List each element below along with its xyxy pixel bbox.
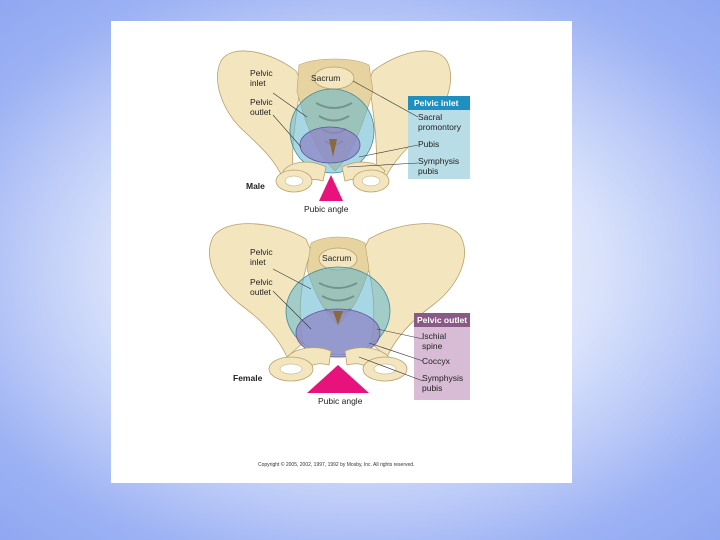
female-pubic-angle-marker — [307, 365, 369, 393]
male-legend-item-1: Pubis — [418, 139, 439, 149]
male-pubic-angle-marker — [319, 175, 343, 201]
male-pelvis — [217, 50, 451, 201]
female-leader-lines — [272, 268, 424, 382]
female-pelvic-outlet-ring — [295, 308, 381, 358]
female-pubic-angle-label: Pubic angle — [318, 396, 363, 406]
male-sacrum-label: Sacrum — [311, 73, 340, 83]
male-legend: Pelvic inlet — [408, 96, 470, 179]
female-legend-title: Pelvic outlet — [417, 315, 467, 325]
female-legend: Pelvic outlet — [414, 313, 470, 400]
copyright-text: Copyright © 2005, 2002, 1997, 1992 by Mo… — [258, 461, 414, 468]
male-leader-lines — [272, 80, 419, 168]
female-legend-item-1: Coccyx — [422, 356, 451, 366]
female-sacrum-label: Sacrum — [322, 253, 351, 263]
female-legend-box — [414, 313, 470, 400]
female-coccyx-shape — [333, 311, 343, 325]
male-sex-label: Male — [246, 181, 265, 191]
female-pelvis — [209, 223, 465, 393]
male-pelvic-outlet-ring — [299, 126, 361, 164]
male-coccyx-shape — [329, 139, 337, 157]
female-legend-header — [414, 313, 470, 327]
female-sex-label: Female — [233, 373, 263, 383]
male-legend-header — [408, 96, 470, 110]
male-legend-title: Pelvic inlet — [414, 98, 459, 108]
male-pubic-angle-label: Pubic angle — [304, 204, 349, 214]
